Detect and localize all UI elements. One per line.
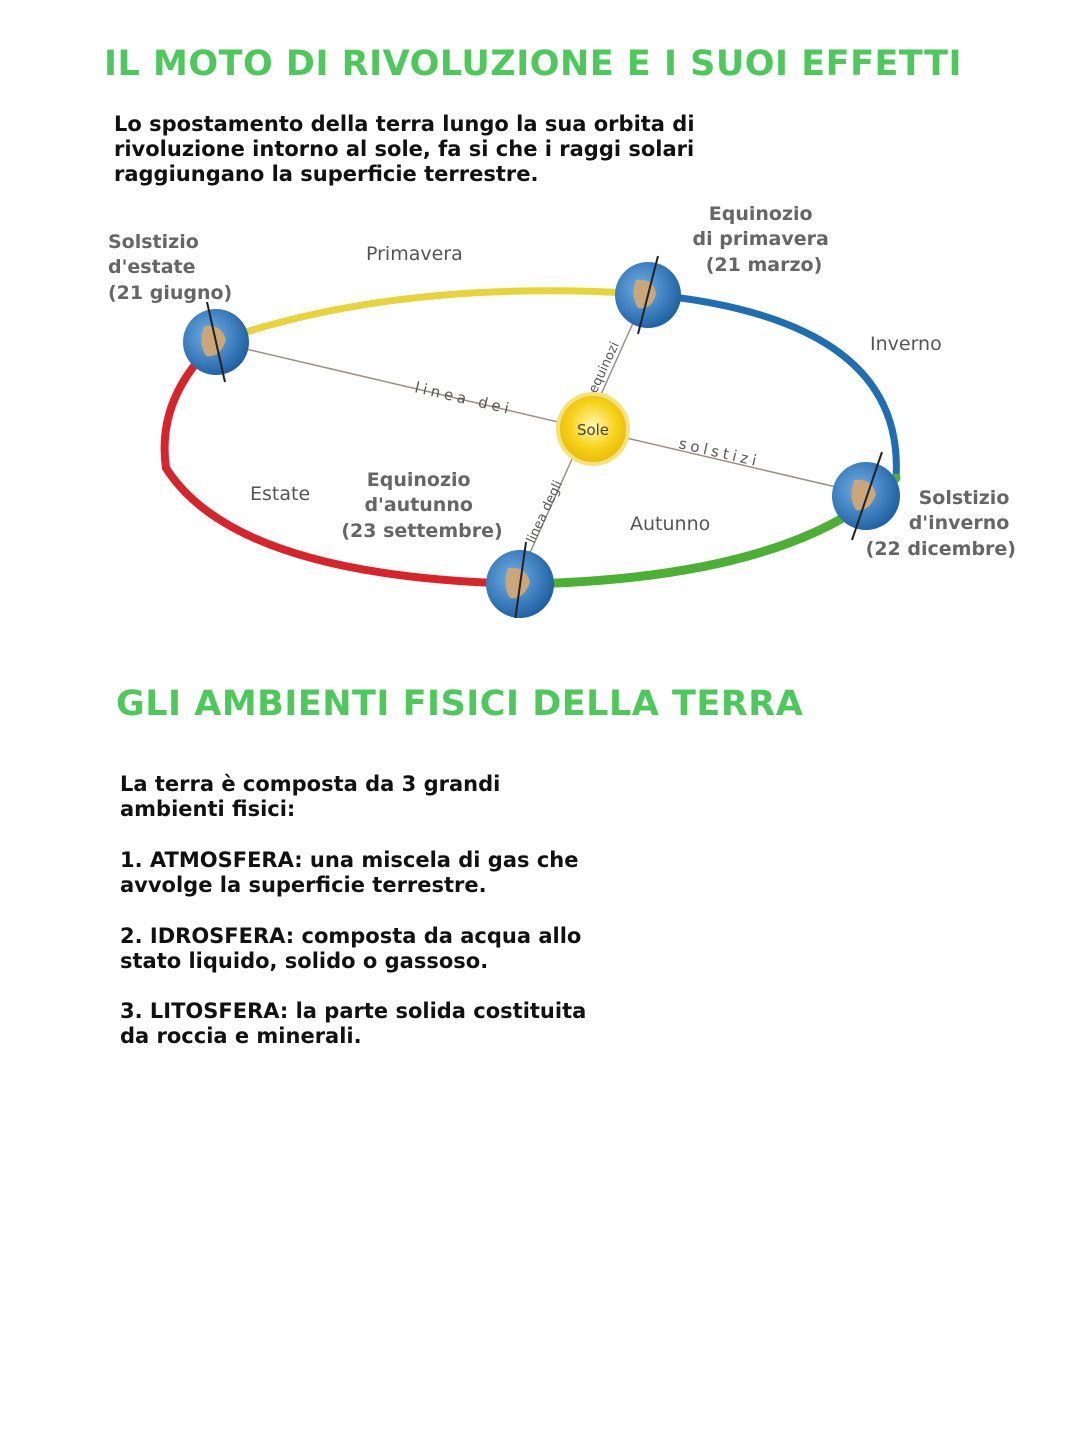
list-item-line: da roccia e minerali. (120, 1024, 362, 1048)
season-autunno: Autunno (630, 513, 710, 535)
intro-line: Lo spostamento della terra lungo la sua … (114, 112, 695, 136)
orbit-diagram: linea dei solstizi equinozi linea degli … (108, 203, 1016, 618)
list-item-litosfera: 3. LITOSFERA: la parte solida costituita… (120, 999, 586, 1049)
list-item-line: 1. ATMOSFERA: una miscela di gas che (120, 848, 579, 872)
earth-autumn-equinox-icon (486, 541, 554, 618)
section-title-environments: GLI AMBIENTI FISICI DELLA TERRA (116, 684, 804, 724)
label-autumn-equinox: Equinozio d'autunno (23 settembre) (341, 469, 502, 542)
orbit-arc-inverno (642, 290, 900, 482)
label-summer-solstice: Solstizio d'estate (21 giugno) (108, 231, 232, 304)
season-estate: Estate (250, 483, 310, 505)
sun-icon (556, 392, 630, 466)
orbit-arc-estate (160, 338, 530, 588)
composition-paragraph: La terra è composta da 3 grandi ambienti… (120, 772, 500, 822)
earth-spring-equinox-icon (615, 255, 681, 335)
solstices-line (215, 341, 867, 495)
list-item-atmosfera: 1. ATMOSFERA: una miscela di gas che avv… (120, 848, 578, 898)
earth-winter-solstice-icon (832, 451, 900, 541)
list-item-line: avvolge la superficie terrestre. (120, 873, 487, 897)
list-item-line: 2. IDROSFERA: composta da acqua allo (120, 924, 582, 948)
label-line-equinozi-bottom: linea degli (524, 478, 566, 545)
intro-line: raggiungano la superficie terrestre. (114, 162, 539, 186)
label-line-solstizi-left: linea dei (413, 378, 514, 418)
list-item-idrosfera: 2. IDROSFERA: composta da acqua allo sta… (120, 924, 581, 974)
composition-line: ambienti fisici: (120, 797, 296, 821)
intro-paragraph: Lo spostamento della terra lungo la sua … (114, 112, 695, 187)
sun-label: Sole (577, 421, 609, 439)
composition-line: La terra è composta da 3 grandi (120, 772, 501, 796)
label-line-solstizi-right: solstizi (677, 434, 762, 470)
season-primavera: Primavera (366, 243, 463, 265)
label-winter-solstice: Solstizio d'inverno (22 dicembre) (866, 487, 1016, 560)
label-spring-equinox: Equinozio di primavera (21 marzo) (693, 203, 836, 276)
list-item-line: stato liquido, solido o gassoso. (120, 949, 489, 973)
season-inverno: Inverno (870, 333, 942, 355)
earth-summer-solstice-icon (183, 301, 249, 383)
intro-line: rivoluzione intorno al sole, fa si che i… (114, 137, 695, 161)
section-title-revolution: IL MOTO DI RIVOLUZIONE E I SUOI EFFETTI (104, 44, 962, 84)
list-item-line: 3. LITOSFERA: la parte solida costituita (120, 999, 587, 1023)
orbit-arc-primavera (212, 287, 650, 346)
